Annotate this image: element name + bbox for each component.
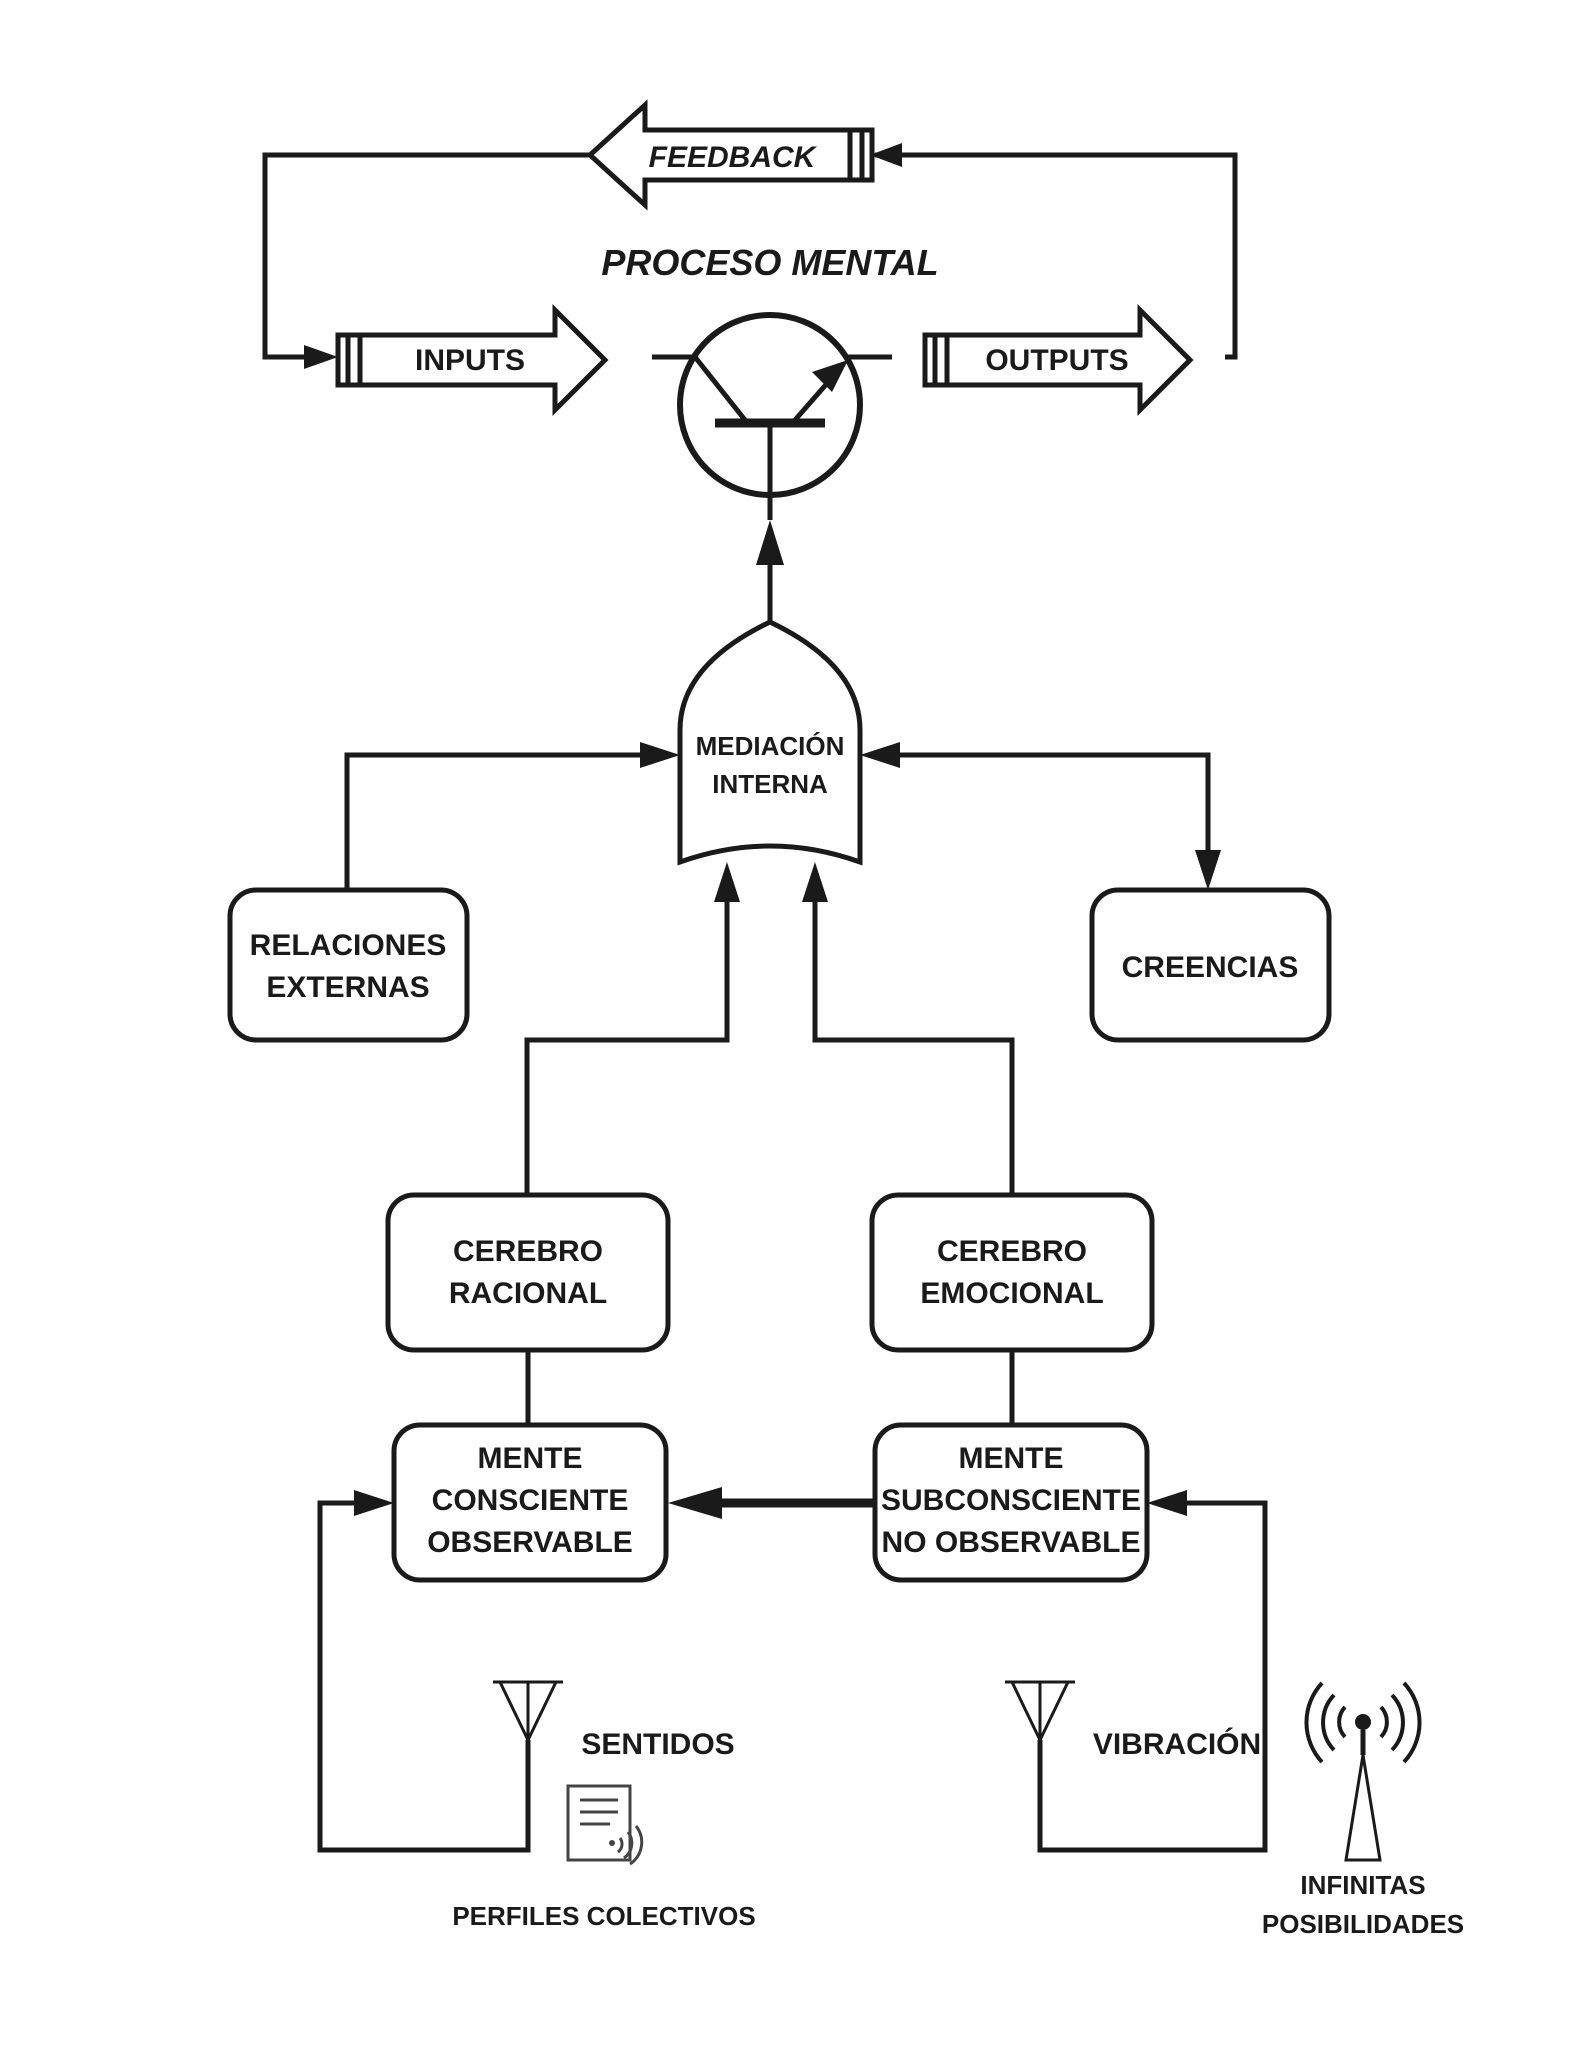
subconsciente-to-consciente-arrow <box>668 1487 875 1519</box>
vibracion-label: VIBRACIÓN <box>1093 1727 1261 1761</box>
creencias-connector <box>860 742 1221 890</box>
cerebro-racional-line1: CEREBRO <box>453 1235 603 1268</box>
infinitas-line2: POSIBILIDADES <box>1262 1909 1464 1939</box>
mente-subconsciente-line3: NO OBSERVABLE <box>882 1526 1141 1559</box>
mente-subconsciente-box: MENTE SUBCONSCIENTE NO OBSERVABLE <box>872 1422 1150 1583</box>
cerebro-emocional-line1: CEREBRO <box>937 1235 1087 1268</box>
cerebro-emocional-connector <box>802 862 1015 1195</box>
infinitas-line1: INFINITAS <box>1300 1870 1425 1900</box>
feedback-loop <box>262 143 1238 369</box>
sentidos-label: SENTIDOS <box>581 1728 734 1761</box>
mediacion-line1: MEDIACIÓN <box>696 731 845 761</box>
mediacion-interna-gate: MEDIACIÓN INTERNA <box>677 619 863 866</box>
transistor-icon <box>652 312 892 498</box>
feedback-label: FEEDBACK <box>649 141 818 174</box>
mente-subconsciente-line1: MENTE <box>959 1442 1064 1475</box>
relaciones-line1: RELACIONES <box>250 929 447 962</box>
cerebro-emocional-line2: EMOCIONAL <box>920 1277 1103 1310</box>
mediacion-line2: INTERNA <box>712 769 828 799</box>
document-signal-icon <box>566 1784 644 1866</box>
cerebro-racional-connector <box>524 862 740 1195</box>
cerebro-emocional-box: CEREBRO EMOCIONAL <box>869 1192 1155 1353</box>
vibracion-antenna-icon <box>1005 1680 1075 1744</box>
creencias-box: CREENCIAS <box>1089 887 1332 1043</box>
perfiles-label: PERFILES COLECTIVOS <box>452 1901 755 1931</box>
relaciones-line2: EXTERNAS <box>266 971 429 1004</box>
mente-consciente-line2: CONSCIENTE <box>432 1484 629 1517</box>
mente-consciente-box: MENTE CONSCIENTE OBSERVABLE <box>391 1422 669 1583</box>
outputs-arrow: OUTPUTS <box>922 303 1194 417</box>
diagram-title: PROCESO MENTAL <box>601 242 938 283</box>
relaciones-externas-box: RELACIONES EXTERNAS <box>227 887 470 1043</box>
creencias-label: CREENCIAS <box>1122 951 1299 984</box>
outputs-label: OUTPUTS <box>985 344 1128 377</box>
gate-to-transistor-arrow <box>756 495 784 622</box>
mente-consciente-line3: OBSERVABLE <box>427 1526 633 1559</box>
feedback-arrow: FEEDBACK <box>586 99 875 211</box>
broadcast-tower-icon <box>1304 1681 1422 1862</box>
cerebro-racional-line2: RACIONAL <box>449 1277 607 1310</box>
inputs-label: INPUTS <box>415 344 525 377</box>
relaciones-connector <box>344 742 680 890</box>
mente-subconsciente-line2: SUBCONSCIENTE <box>881 1484 1141 1517</box>
cerebro-racional-box: CEREBRO RACIONAL <box>385 1192 671 1353</box>
sentidos-antenna-icon <box>493 1680 563 1744</box>
sentidos-loop <box>317 1490 531 1853</box>
mente-consciente-line1: MENTE <box>478 1442 583 1475</box>
inputs-arrow: INPUTS <box>335 303 609 417</box>
vibracion-loop <box>1037 1490 1268 1853</box>
